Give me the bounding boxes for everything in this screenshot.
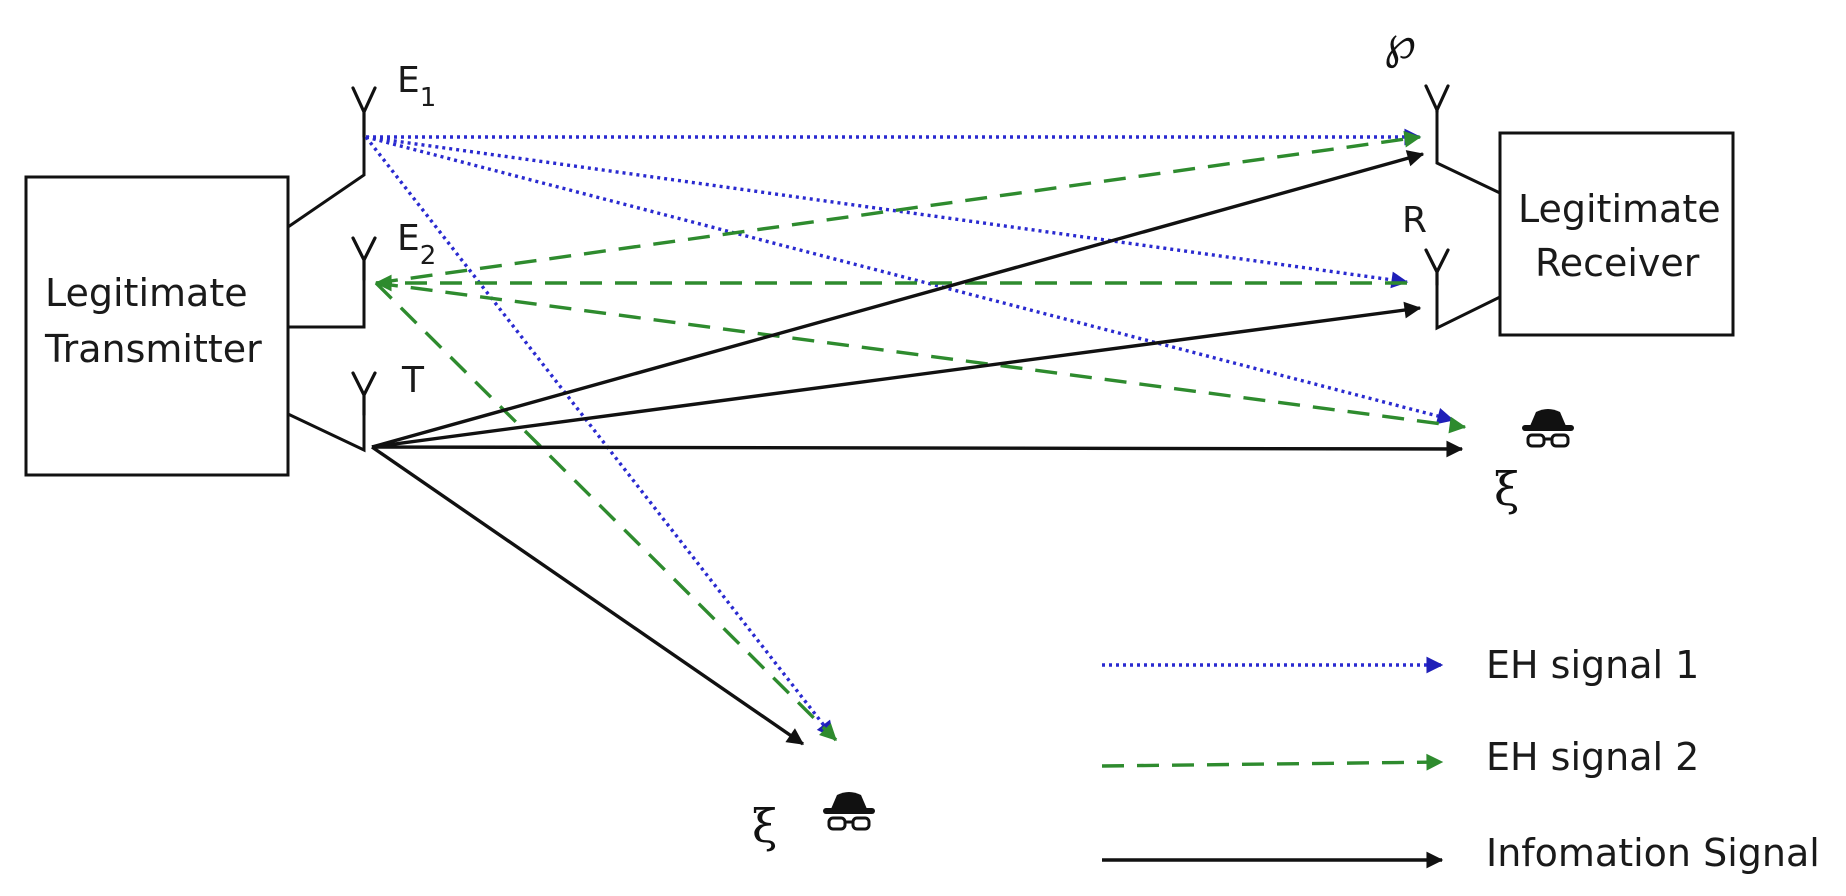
eavesdropper-right-label: ξ (1494, 462, 1519, 516)
info-signal-links (371, 150, 1464, 746)
legend-item-eh-signal-2: EH signal 2 (1101, 735, 1699, 779)
transmitter-label-line1: Legitimate (45, 271, 248, 315)
antenna-e1 (351, 86, 377, 139)
eh2-to-eve-right (375, 281, 1467, 434)
eavesdropper-right: ξ (1494, 409, 1574, 516)
antenna-t (351, 371, 377, 417)
info-to-r (371, 301, 1422, 449)
label-e2-sub: 2 (420, 241, 437, 271)
wire-e1 (287, 137, 366, 229)
eh1-to-r (365, 135, 1409, 289)
spy-icon (1522, 409, 1574, 448)
eh-signal-1-links (364, 128, 1455, 739)
wire-wp (1435, 112, 1501, 195)
receiver-label-line2: Receiver (1535, 241, 1700, 285)
eavesdropper-bottom-label: ξ (752, 799, 777, 853)
eavesdropper-bottom: ξ (752, 792, 875, 853)
info-to-eve-bottom (371, 445, 805, 746)
eh2-to-eve-bottom (374, 281, 838, 742)
antenna-e2 (351, 236, 377, 282)
receiver-block (1498, 131, 1735, 337)
info-to-wp (371, 150, 1425, 449)
spy-icon (823, 792, 875, 831)
label-wp: ℘ (1384, 15, 1416, 69)
legend-item-information-signal: Infomation Signal (1102, 831, 1820, 875)
antenna-r (1424, 248, 1450, 287)
legend-label-eh-signal-1: EH signal 1 (1486, 643, 1699, 687)
wire-t (287, 412, 366, 453)
label-e2: E2 (397, 218, 436, 271)
legend-item-eh-signal-1: EH signal 1 (1102, 643, 1699, 687)
label-r: R (1402, 200, 1427, 241)
legend: EH signal 1 EH signal 2 Infomation Signa… (1101, 643, 1820, 875)
info-to-eve-right (371, 440, 1464, 458)
eh-signal-2-links (374, 130, 1467, 742)
label-e2-main: E (397, 218, 420, 259)
antenna-wp (1424, 84, 1450, 114)
legend-label-information-signal: Infomation Signal (1486, 831, 1820, 875)
eh2-to-wp (375, 130, 1422, 285)
label-e1-sub: 1 (420, 83, 437, 113)
label-t: T (401, 360, 425, 401)
legend-label-eh-signal-2: EH signal 2 (1486, 735, 1699, 779)
wire-r (1435, 285, 1501, 331)
receiver-label-line1: Legitimate (1518, 187, 1721, 231)
transmitter-block (24, 175, 290, 477)
transmitter-label-line2: Transmitter (44, 327, 262, 371)
eh1-to-eve-right (365, 135, 1455, 425)
label-e1: E1 (397, 60, 436, 113)
wire-e2 (288, 280, 366, 329)
label-e1-main: E (397, 60, 420, 101)
eh1-to-eve-bottom (364, 135, 835, 739)
